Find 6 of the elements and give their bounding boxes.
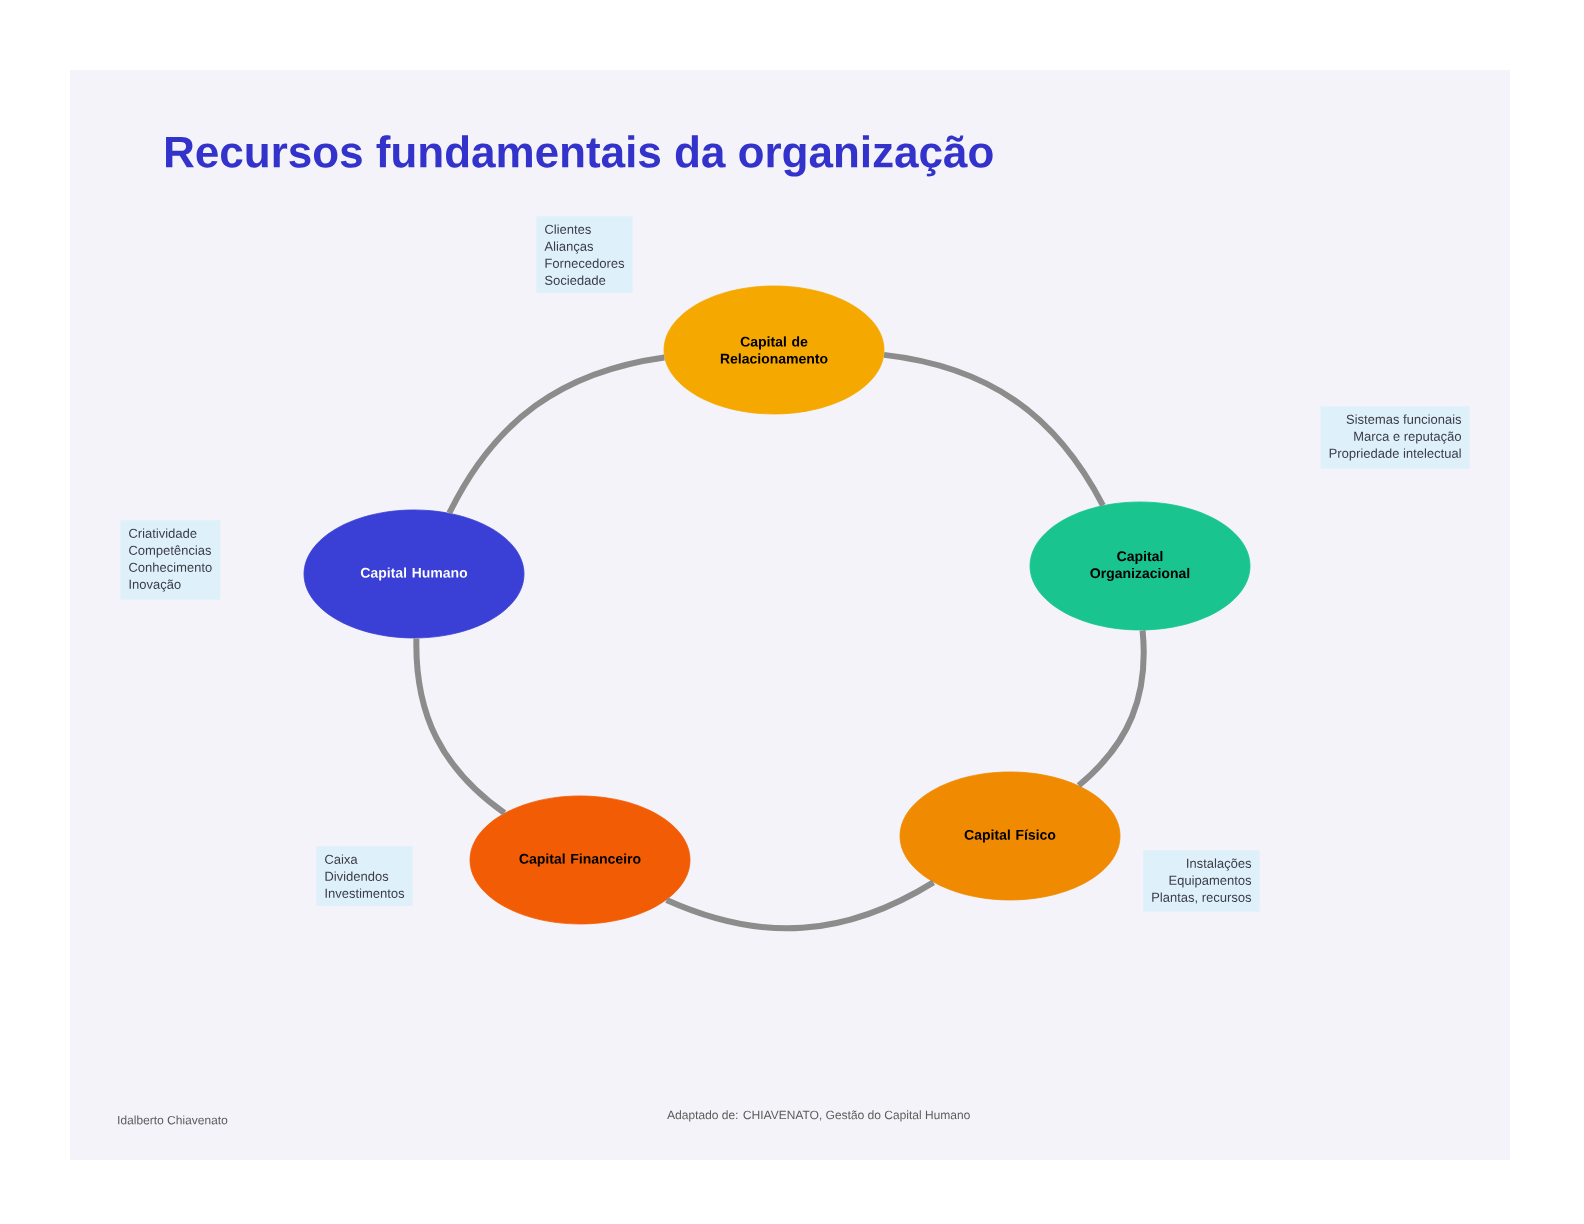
ring-arc xyxy=(665,879,935,932)
ring-arc xyxy=(446,354,665,515)
ring-arc xyxy=(883,351,1106,507)
ring-arc xyxy=(1076,630,1147,788)
title: Recursos fundamentais da organização xyxy=(166,135,993,177)
ring-arc xyxy=(413,638,507,816)
